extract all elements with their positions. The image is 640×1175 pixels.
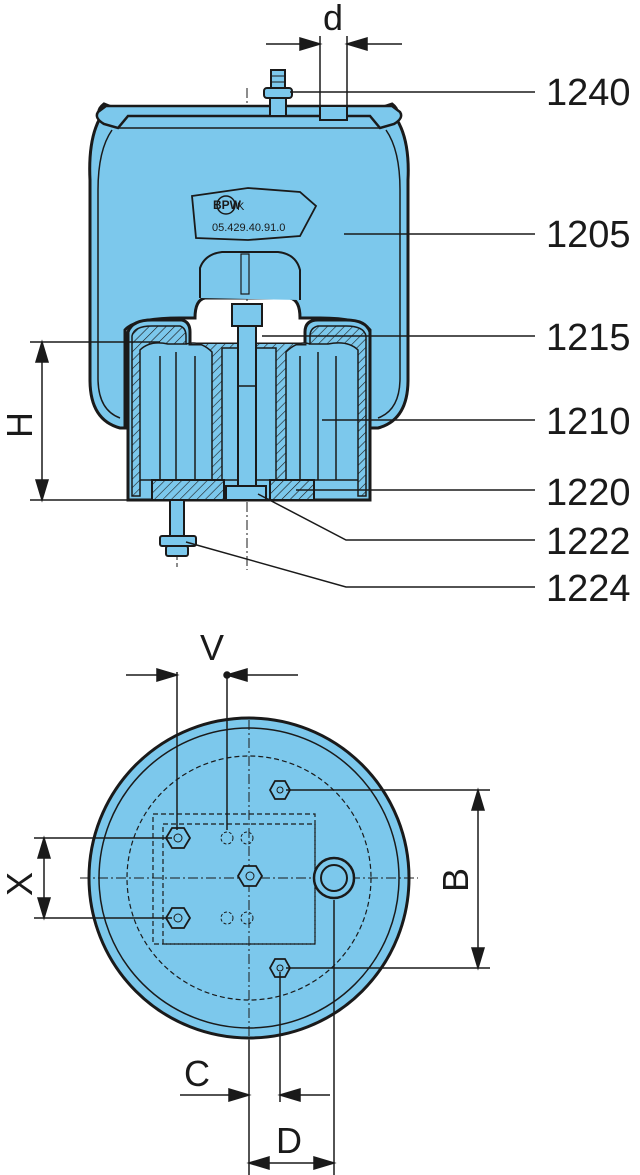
dashed-holes [220,831,254,925]
dimension-c-label: C [184,1053,210,1094]
logo-emblem-icon [216,195,236,215]
air-fitting [319,105,348,121]
logo-suffix: K [237,201,245,213]
leader-1222 [257,493,535,541]
dimension-b [286,787,490,971]
callout-1220: 1220 [546,472,631,514]
dimension-b-label: B [435,868,476,892]
callout-1210: 1210 [546,401,631,443]
side-view: BPW K 05.429.40.91.0 [0,0,631,610]
callout-1224: 1224 [546,568,631,610]
dimension-c [180,972,330,1175]
dimension-d-bottom-label: D [276,1120,302,1161]
callout-1240: 1240 [546,72,631,114]
piston-wall-right [309,325,367,497]
bottom-view: V X B C [0,627,490,1175]
dimension-v [126,667,298,830]
central-bolt [225,303,267,501]
hex-nut-icon [164,780,292,978]
base-plate-left [151,479,225,501]
bumper-dome [199,251,301,300]
bottom-stud [159,499,197,570]
air-port-inner [320,864,348,892]
part-number: 05.429.40.91.0 [212,222,285,234]
callout-1205: 1205 [546,214,631,256]
dimension-h-label: H [0,412,40,438]
callout-1222: 1222 [546,521,631,563]
bellows-inner-line [97,129,121,419]
bellows-inner-line-right [377,129,401,419]
dimension-d-bottom [246,900,337,1175]
dimension-h [30,339,160,503]
callout-1215: 1215 [546,317,631,359]
dimension-d-label: d [323,0,343,38]
piston-wall-left [131,325,187,497]
dimension-x-label: X [0,872,40,896]
top-stud [263,69,293,117]
dimension-d [266,36,402,108]
logo-text: BPW [213,198,242,212]
dimension-x [34,835,172,921]
dimension-v-label: V [200,627,224,668]
leader-1224 [185,541,535,588]
